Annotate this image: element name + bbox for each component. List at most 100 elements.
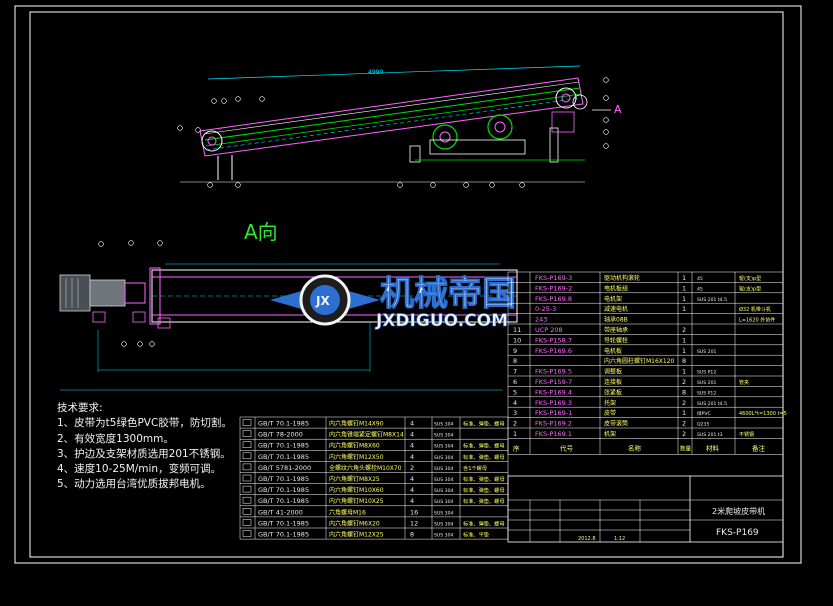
parts-row-qty: 8	[682, 357, 686, 365]
head-leg	[549, 127, 559, 163]
callout-balloon	[137, 341, 143, 347]
title-block-frame	[507, 475, 784, 543]
parts-row-qty: 1	[682, 336, 686, 344]
parts-header-no: 序	[513, 443, 520, 452]
title-block-product: 2米爬坡皮带机	[712, 506, 765, 516]
std-part-note: 标准、弹垫、螺母	[463, 497, 505, 505]
std-part-note: 标准、弹垫、螺母	[463, 453, 505, 461]
drive-pulley-hub	[494, 121, 506, 133]
std-part-qty: 4	[410, 475, 414, 483]
callout-balloon	[603, 95, 609, 101]
std-part-note: 标准、平垫	[463, 531, 490, 539]
parts-row-material: SUS 201	[697, 349, 716, 355]
parts-row-code: FKS-P169.1	[535, 430, 572, 438]
watermark-left-wing	[270, 290, 305, 310]
top-view-callouts	[177, 77, 609, 188]
parts-row-note: 4600L*t=1300 t=5	[739, 411, 787, 417]
callout-balloon	[463, 182, 469, 188]
callout-balloon	[235, 96, 241, 102]
parts-row-code: FKS-P169.2	[535, 420, 572, 428]
std-part-name: 内六角锥端紧定螺钉M8X14	[329, 431, 404, 439]
std-part-standard: GB/T 70.1-1985	[258, 442, 309, 450]
foot-3	[157, 317, 171, 329]
tail-pulley-hub	[207, 136, 217, 146]
std-part-note: 标准、弹垫、螺母	[463, 420, 505, 428]
std-part-name: 内六角螺钉M14X90	[329, 420, 384, 428]
parts-row-name: 驱动机构滚轮	[604, 274, 640, 282]
callout-balloon	[211, 98, 217, 104]
title-block-date: 2012.8	[578, 536, 596, 542]
overall-length-dimension: 4990	[368, 69, 383, 76]
parts-row-code: FKS-P158.7	[535, 336, 572, 344]
parts-row-material: SUS 201	[697, 380, 716, 386]
std-part-material: SUS 304	[434, 455, 453, 461]
std-part-qty: 2	[410, 464, 414, 472]
parts-row-name: 电机架	[604, 295, 622, 303]
std-part-qty: 16	[410, 508, 418, 516]
std-part-qty: 4	[410, 420, 414, 428]
callout-balloon	[128, 240, 134, 246]
parts-header-code: 代号	[560, 443, 574, 452]
parts-row-name: 带座轴承	[604, 326, 628, 334]
std-part-standard: GB/T 70.1-1985	[258, 420, 309, 428]
parts-row-code: UCP 208	[535, 326, 563, 334]
parts-row-name: 电机板组	[604, 284, 628, 292]
std-part-material: SUS 304	[434, 422, 453, 428]
std-part-note: 标准、弹垫、螺母	[463, 475, 505, 483]
tech-line-1: 1、皮带为t5绿色PVC胶带，防切割。	[57, 417, 232, 430]
parts-row-note: 管夹	[739, 379, 749, 386]
tech-line-2: 2、有效宽度1300mm。	[57, 432, 174, 445]
std-part-standard: GB/T 5781-2000	[258, 464, 311, 472]
parts-row-qty: 1	[682, 409, 686, 417]
parts-row-code: FKS-P169.8	[535, 295, 572, 303]
callout-balloon	[603, 129, 609, 135]
parts-row: 10 FKS-P158.7 导轮螺栓 1	[513, 336, 686, 344]
std-part-index-box	[242, 519, 252, 526]
title-block: 2米爬坡皮带机 FKS-P169 2012.8 1:12	[507, 475, 784, 543]
std-part-name: 内六角螺钉M12X50	[329, 453, 384, 461]
watermark-right-wing	[345, 290, 380, 310]
belt-centre-line	[205, 97, 582, 151]
callout-balloon	[207, 182, 213, 188]
std-part-index-box	[242, 441, 252, 448]
std-part-index-box	[242, 530, 252, 537]
parts-row-material: 45	[697, 276, 703, 282]
callout-balloon	[177, 125, 183, 131]
tech-line-5: 5、动力选用台湾优质拔邦电机。	[57, 478, 211, 491]
parts-row-no: 1	[513, 430, 517, 438]
parts-row-no: 2	[513, 420, 517, 428]
std-part-material: SUS 304	[434, 488, 453, 494]
parts-row-no: 7	[513, 368, 517, 376]
view-a-label: A向	[244, 220, 278, 244]
parts-row-code: FKS-P169-2	[535, 284, 572, 292]
parts-row-name: 导轮螺栓	[604, 336, 628, 344]
parts-row-material: SUS 201 t4.5	[697, 401, 727, 407]
std-part-row: GB/T 70.1-1985 内六角螺钉M14X90 4 SUS 304 标准、弹垫、螺…	[242, 419, 505, 428]
foot-2	[132, 311, 146, 323]
parts-row-no: 10	[513, 336, 521, 344]
parts-header-row: 序代号名称数量材料备注	[513, 443, 766, 452]
parts-row-qty: 8	[682, 388, 686, 396]
std-part-qty: 8	[410, 531, 414, 539]
parts-row-note: 辊(支)p型	[739, 285, 761, 292]
tech-title: 技术要求:	[57, 402, 103, 414]
parts-row-qty: 1	[682, 274, 686, 282]
std-part-standard: GB/T 70.1-1985	[258, 519, 309, 527]
drawing-outer-border	[14, 5, 802, 564]
parts-row-qty: 2	[682, 430, 686, 438]
tail-pulley	[201, 130, 223, 152]
technical-requirements: 技术要求: 1、皮带为t5绿色PVC胶带，防切割。 2、有效宽度1300mm。 …	[57, 401, 232, 493]
foot-1	[92, 311, 106, 323]
head-pulley	[555, 87, 577, 109]
